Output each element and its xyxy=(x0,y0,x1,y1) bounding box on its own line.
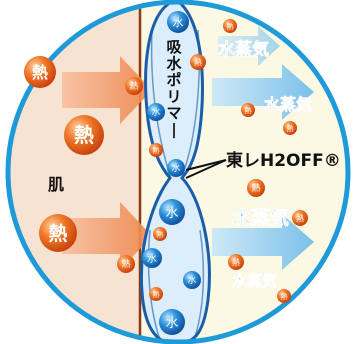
svg-text:熱: 熱 xyxy=(121,258,130,270)
heat-ball-icon: 熱 xyxy=(149,287,163,301)
svg-text:熱: 熱 xyxy=(232,257,240,267)
svg-text:熱: 熱 xyxy=(227,22,234,31)
heat-ball-icon: 熱 xyxy=(24,56,56,88)
svg-text:水: 水 xyxy=(165,316,178,331)
svg-text:熱: 熱 xyxy=(153,290,160,299)
svg-text:熱: 熱 xyxy=(153,146,160,155)
polymer-label: 吸水ポリマ| xyxy=(166,38,182,140)
svg-text:水: 水 xyxy=(173,16,184,29)
product-callout-line xyxy=(185,159,227,171)
heat-ball-icon: 熱 xyxy=(117,255,135,273)
heat-ball-icon: 熱 xyxy=(241,103,255,117)
svg-text:水: 水 xyxy=(171,162,180,174)
water-ball-icon: 水 xyxy=(167,11,189,33)
skin-label: 肌 xyxy=(48,175,64,194)
vapor-label: 水蒸気 xyxy=(264,95,312,114)
heat-ball-icon: 熱 xyxy=(277,289,291,303)
heat-ball-icon: 熱 xyxy=(153,227,167,241)
heat-arrow-icon xyxy=(62,56,152,124)
heat-ball-icon: 熱 xyxy=(149,143,163,157)
svg-text:熱: 熱 xyxy=(194,57,202,67)
svg-text:水: 水 xyxy=(165,206,178,221)
vapor-arrow-icon xyxy=(212,64,314,120)
polymer-label-char: | xyxy=(171,121,176,140)
product-label: 東レH2OFF® xyxy=(226,150,341,171)
vapor-label: 水蒸気 xyxy=(218,39,269,60)
svg-text:水: 水 xyxy=(147,253,157,265)
vapor-arrow-icon xyxy=(218,26,280,66)
polymer-label-char: マ xyxy=(166,104,181,122)
vapor-label: 水蒸気 xyxy=(232,272,277,290)
svg-text:熱: 熱 xyxy=(245,106,252,115)
heat-ball-icon: 熱 xyxy=(292,210,308,226)
svg-text:水: 水 xyxy=(187,274,196,286)
svg-text:熱: 熱 xyxy=(251,182,260,194)
svg-text:水: 水 xyxy=(151,106,160,118)
svg-text:熱: 熱 xyxy=(281,292,288,301)
svg-text:吸水ポリマ|: 吸水ポリマ| xyxy=(166,38,182,140)
water-ball-icon: 水 xyxy=(167,159,185,177)
heat-ball-icon: 熱 xyxy=(223,19,237,33)
water-ball-icon: 水 xyxy=(142,248,162,268)
polymer-label-char: 吸 xyxy=(166,38,182,56)
water-ball-icon: 水 xyxy=(159,309,185,335)
polymer-label-char: ポ xyxy=(166,71,181,89)
svg-text:熱: 熱 xyxy=(287,124,294,133)
svg-text:熱: 熱 xyxy=(157,230,164,239)
heat-ball-icon: 熱 xyxy=(39,214,77,252)
skin-zone xyxy=(7,1,140,343)
water-ball-icon: 水 xyxy=(159,199,185,225)
vapor-label: 水蒸気 xyxy=(232,206,289,229)
svg-text:熱: 熱 xyxy=(129,80,138,92)
heat-ball-icon: 熱 xyxy=(247,179,265,197)
heat-ball-icon: 熱 xyxy=(125,77,143,95)
polymer-label-char: リ xyxy=(166,88,181,106)
heat-ball-icon: 熱 xyxy=(64,115,104,155)
heat-ball-icon: 熱 xyxy=(190,54,206,70)
svg-text:熱: 熱 xyxy=(48,222,67,245)
outer-ring xyxy=(5,0,351,344)
heat-ball-icon: 熱 xyxy=(283,121,297,135)
heat-arrow-icon xyxy=(62,202,152,270)
polymer-label-char: 水 xyxy=(166,55,182,73)
water-ball-icon: 水 xyxy=(147,103,165,121)
svg-text:熱: 熱 xyxy=(296,213,304,223)
svg-text:熱: 熱 xyxy=(32,63,48,82)
svg-text:熱: 熱 xyxy=(74,123,94,147)
heat-ball-icon: 熱 xyxy=(228,254,244,270)
water-ball-icon: 水 xyxy=(183,271,201,289)
